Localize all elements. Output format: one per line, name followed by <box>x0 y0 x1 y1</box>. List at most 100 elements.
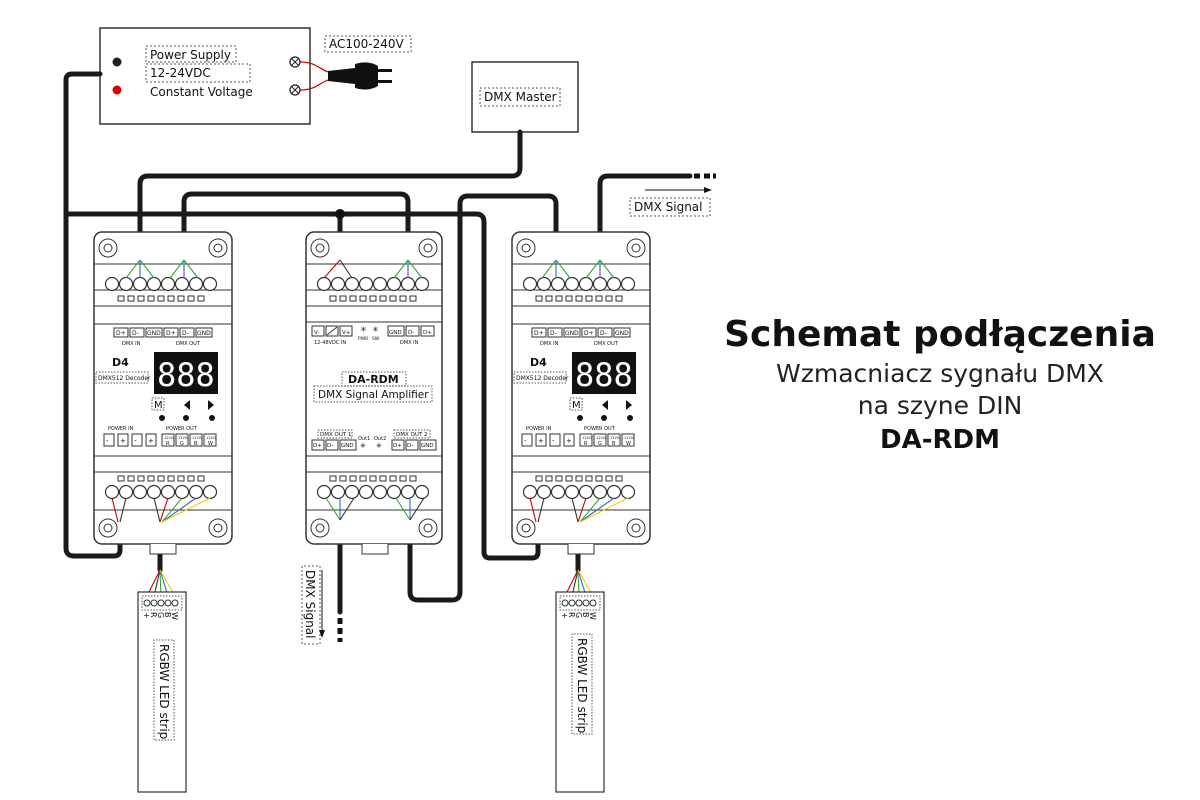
amplifier-da-rdm: V- V+ ✳ ✳ GND D- D+ 12-48VDC IN PWR SW DM… <box>305 231 443 555</box>
power-wires <box>63 71 693 615</box>
dmx-out1-label: DMX OUT 1 <box>320 432 351 438</box>
terminal-label: R <box>166 441 170 447</box>
terminal-label: 12V/V <box>192 436 203 440</box>
terminal-label: + <box>566 437 572 445</box>
power-out-label: POWER OUT <box>584 426 616 432</box>
dmx-out2-label: DMX OUT 2 <box>396 432 427 438</box>
mode-button <box>159 415 165 421</box>
terminal-label: 12V/V <box>206 436 217 440</box>
pin-label: G <box>574 612 583 618</box>
terminal-label: 12V/V <box>624 436 635 440</box>
dmx-signal-bottom-label: DMX Signal <box>303 570 317 639</box>
decoder-model: D4 <box>530 356 547 369</box>
led-strip-2: + R G B W RGBW LED strip <box>555 569 605 793</box>
amplifier-model: DA-RDM <box>348 373 399 386</box>
dmx-out-label: DMX OUT <box>594 341 619 347</box>
svg-text:✳: ✳ <box>360 325 367 334</box>
mode-button-label: M <box>154 400 163 411</box>
dmx-master: DMX Master <box>471 61 579 133</box>
power-out-label: POWER OUT <box>166 426 198 432</box>
terminal-label: D+ <box>584 330 594 337</box>
terminal-label: GND <box>389 330 402 336</box>
right-arrow-icon <box>626 400 632 410</box>
page-title: Schemat podłączenia <box>724 314 1156 355</box>
pin-label: + <box>560 612 569 619</box>
dmx-in-label: DMX IN <box>540 341 559 347</box>
terminal-label: W <box>208 441 213 447</box>
terminal-label: D- <box>407 443 413 449</box>
dmx-signal-right-arrow-icon <box>645 187 712 193</box>
terminal-label: D- <box>182 330 189 337</box>
out1-led-label: Out1 <box>358 436 370 442</box>
led-strip-label: RGBW LED strip <box>157 644 171 739</box>
subtitle-line1: Wzmacniacz sygnału DMX <box>776 359 1104 388</box>
dmx-signal-down-arrow-icon <box>319 570 325 638</box>
terminal-label: V- <box>314 330 319 336</box>
led-strip-1: + R G B W RGBW LED strip <box>137 569 187 793</box>
seven-segment-display: 888 <box>575 356 633 394</box>
terminal-label: D- <box>132 330 139 337</box>
decoder-name: DMX512 Decoder <box>516 375 569 382</box>
terminal-label: R <box>584 441 588 447</box>
pin-label: G <box>156 612 165 618</box>
terminal-label: GND <box>421 443 434 449</box>
ac-voltage-label: AC100-240V <box>329 37 405 51</box>
title-block: Schemat podłączenia Wzmacniacz sygnału D… <box>720 312 1160 458</box>
pwr-led-label: PWR <box>358 336 368 342</box>
decoder-model: D4 <box>112 356 129 369</box>
terminal-label: D+ <box>116 330 126 337</box>
dmx-in-label: DMX IN <box>122 341 141 347</box>
ac-plug-icon <box>299 61 392 91</box>
pin-label: + <box>142 612 151 619</box>
pin-label: B <box>581 612 590 618</box>
mode-button <box>577 415 583 421</box>
power-supply-line3: Constant Voltage <box>150 85 253 99</box>
terminal-label: - <box>524 437 527 445</box>
terminal-label: G <box>598 441 602 447</box>
terminal-label: D+ <box>313 443 322 449</box>
terminal-label: + <box>120 437 126 445</box>
mode-button-label: M <box>572 400 581 411</box>
out2-led-label: Out2 <box>374 436 386 442</box>
terminal-label: - <box>106 437 109 445</box>
pin-label: B <box>163 612 172 618</box>
terminal-label: GND <box>565 330 579 337</box>
terminal-label: - <box>552 437 555 445</box>
led-strip-label: RGBW LED strip <box>575 638 589 733</box>
amplifier-name: DMX Signal Amplifier <box>318 389 429 401</box>
seven-segment-display: 888 <box>157 356 215 394</box>
terminal-label: V+ <box>342 330 351 336</box>
product-name: DA-RDM <box>880 425 1000 455</box>
sw-led-label: SW <box>372 336 380 342</box>
terminal-label: D- <box>408 330 414 336</box>
pin-label: W <box>588 612 597 620</box>
terminal-label: 12V/V <box>582 436 593 440</box>
bus-junction-dot <box>335 209 345 219</box>
dmx-signal-continuation <box>337 173 716 642</box>
dc-negative-terminal <box>112 57 122 67</box>
terminal-label: GND <box>341 443 354 449</box>
pin-label: W <box>170 612 179 620</box>
terminal-label: + <box>148 437 154 445</box>
terminal-label: 12V/V <box>178 436 189 440</box>
left-arrow-icon <box>602 400 608 410</box>
pin-label: R <box>149 612 158 618</box>
power-in-label: 12-48VDC IN <box>314 340 346 346</box>
decoder-1: D+ D- GND D+ D- GND DMX IN DMX OUT D4 DM… <box>93 231 233 555</box>
dmx-out-label: DMX OUT <box>176 341 201 347</box>
terminal-label: D- <box>600 330 607 337</box>
svg-text:✳: ✳ <box>376 442 382 450</box>
power-in-label: POWER IN <box>108 426 134 432</box>
terminal-label: D+ <box>166 330 176 337</box>
terminal-label: 12V/V <box>164 436 175 440</box>
power-supply-line1: Power Supply <box>150 48 231 62</box>
dmx-master-label: DMX Master <box>484 90 557 104</box>
subtitle-line2: na szyne DIN <box>857 391 1023 420</box>
terminal-label: G <box>180 441 184 447</box>
left-arrow-icon <box>184 400 190 410</box>
terminal-label: + <box>538 437 544 445</box>
right-arrow-icon <box>208 400 214 410</box>
terminal-label: B <box>194 441 198 447</box>
dc-positive-terminal <box>112 85 122 95</box>
